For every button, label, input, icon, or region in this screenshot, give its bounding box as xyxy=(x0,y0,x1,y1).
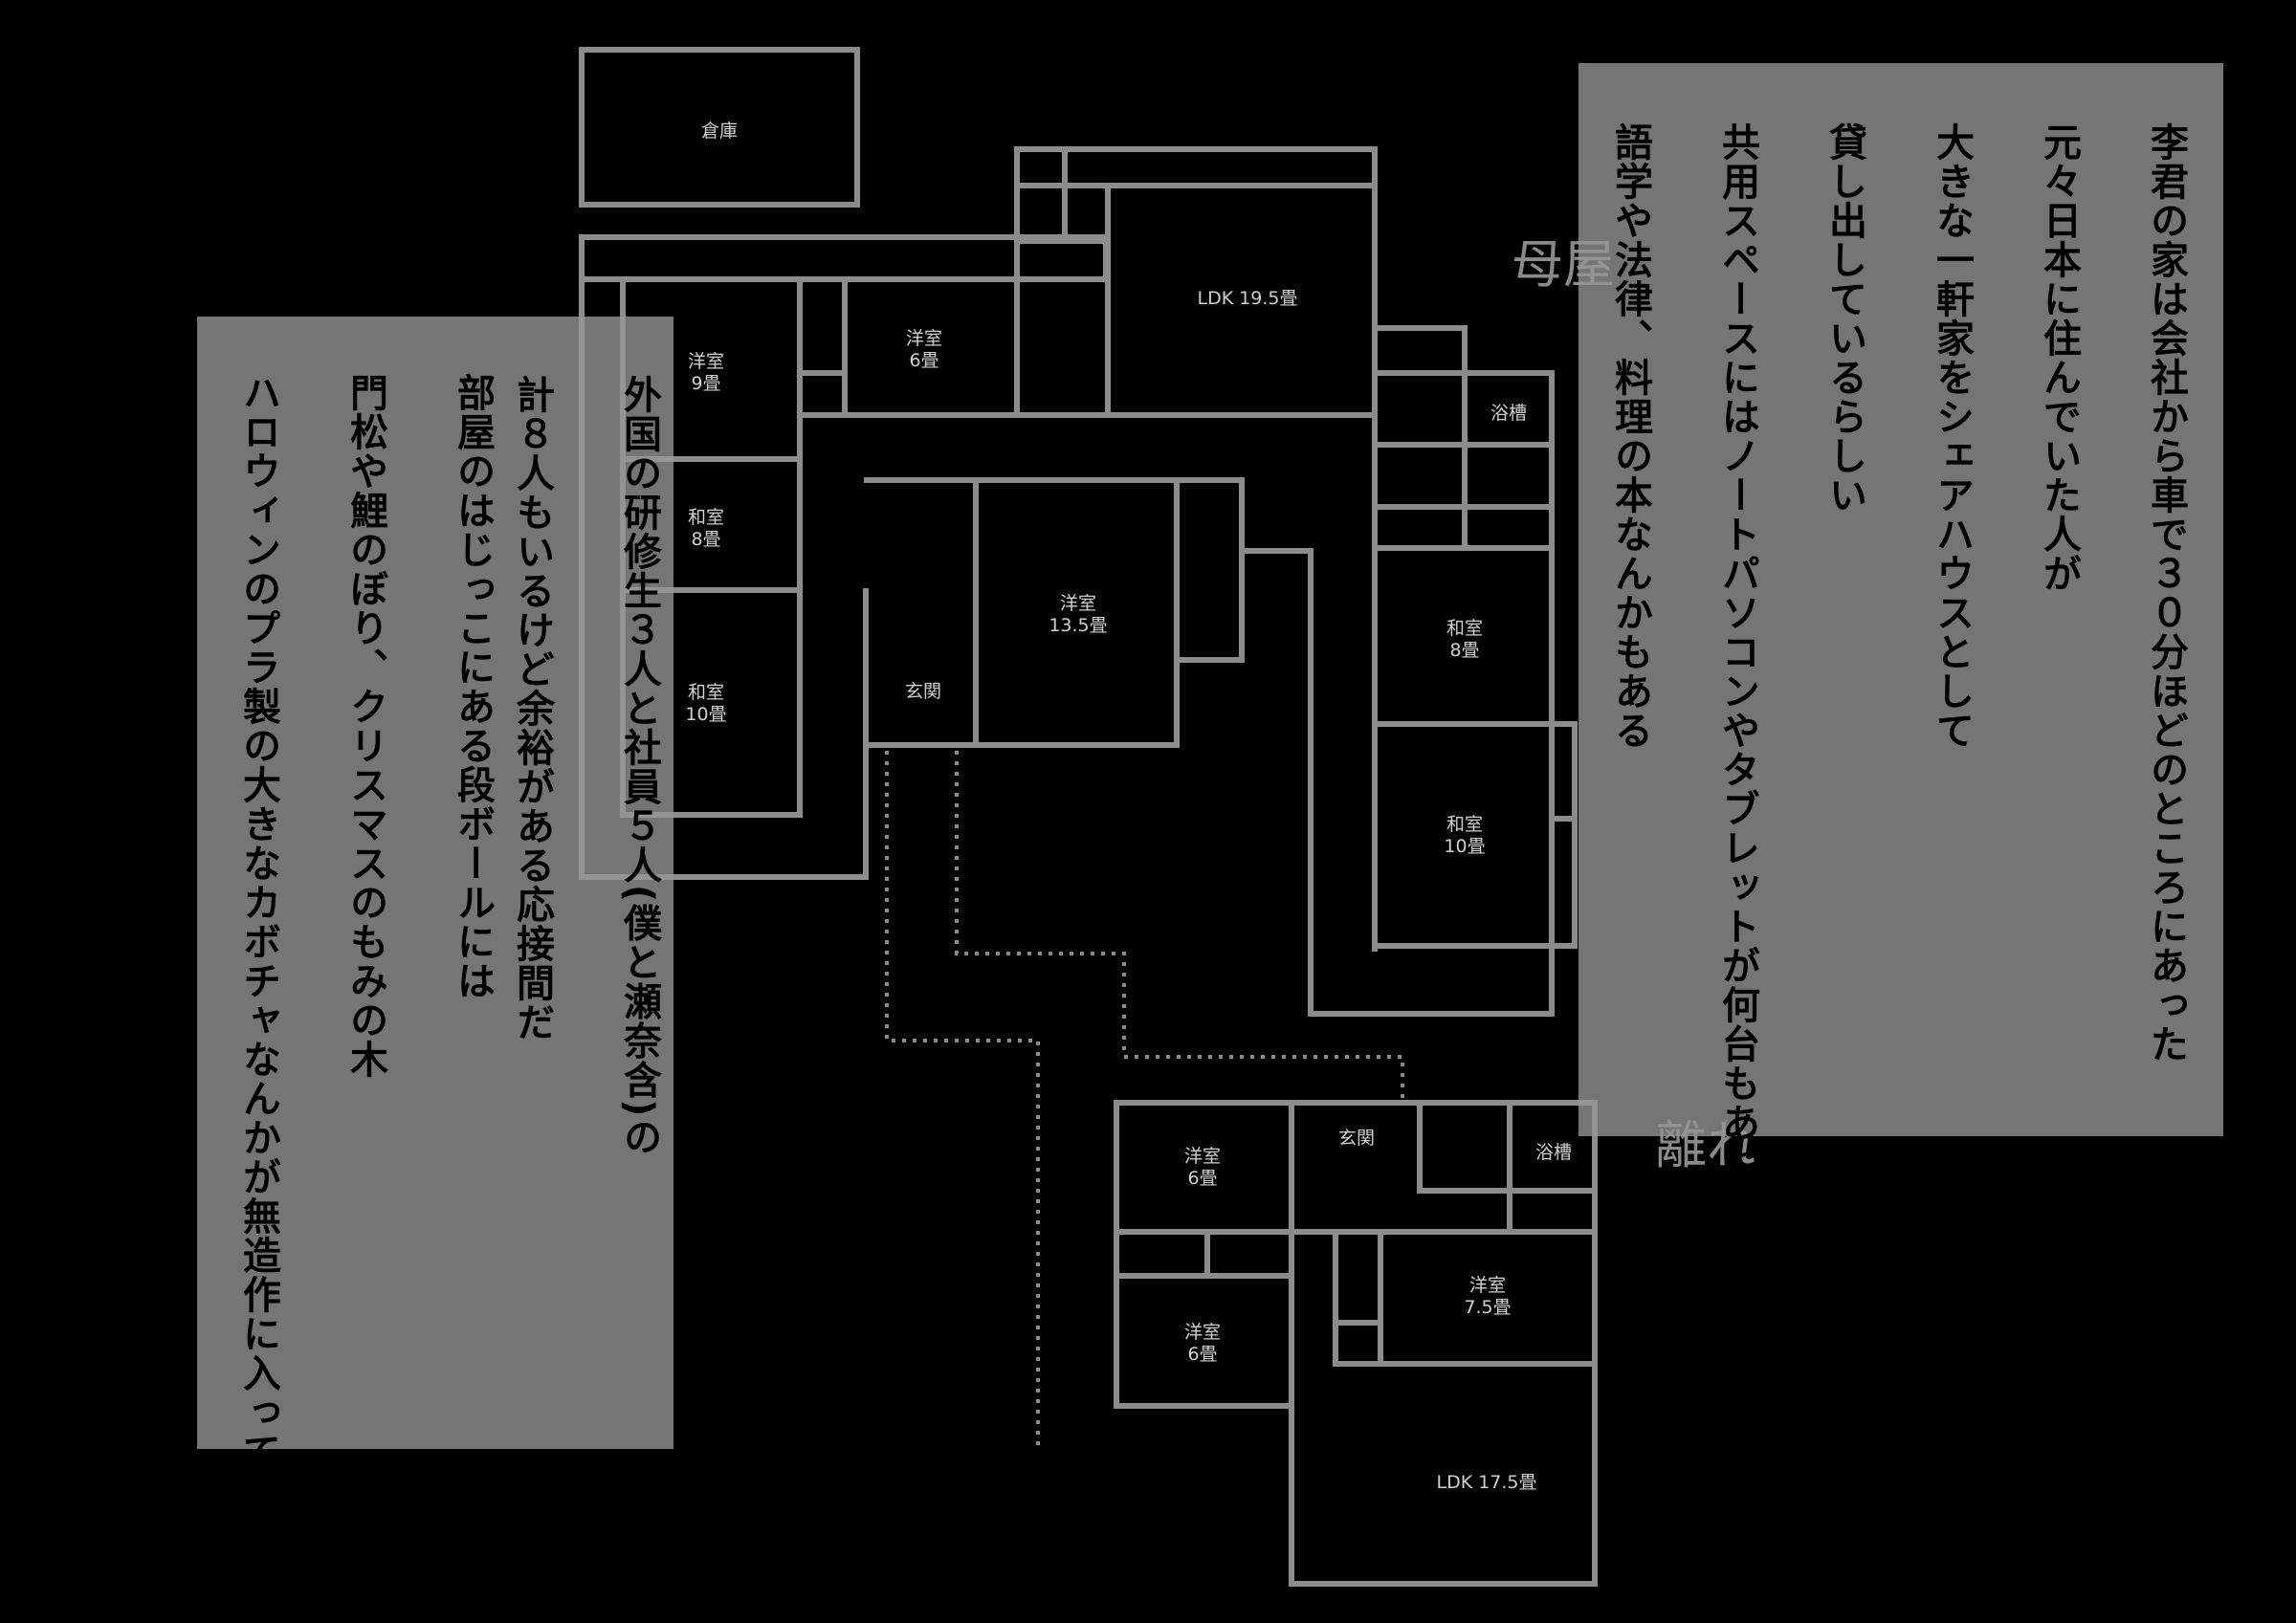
room-annex-yokuso: 浴槽 xyxy=(1535,1142,1572,1163)
narration-box-right xyxy=(1578,63,2223,1136)
room-washitsu-8-left-a: 和室 xyxy=(688,507,724,528)
room-washitsu-10-left-a: 和室 xyxy=(688,682,724,703)
narration-text-middle: 外国の研修生３人と社員５人(僕と瀬奈含)の 計８人もいるけど余裕がある応接間だ xyxy=(505,346,719,1398)
room-washitsu-10-right-b: 10畳 xyxy=(1444,836,1485,857)
room-yoshitsu-9-b: 9畳 xyxy=(691,373,720,394)
room-genkan-main: 玄関 xyxy=(905,681,941,702)
narration-text-left: 部屋のはじっこにある段ボールには 門松や鯉のぼり、クリスマスのもみの木 ハロウィ… xyxy=(232,344,553,1510)
room-labels: 倉庫 LDK 19.5畳 洋室 9畳 洋室 6畳 和室 8畳 和室 10畳 洋室… xyxy=(685,121,1758,1493)
main-house-walls xyxy=(579,47,1578,1017)
narration-right-line-4: 大きな一軒家をシェアハウスとして xyxy=(1930,121,1974,750)
narration-right-line-2: 李君の家は会社から車で３０分ほどのところにあった xyxy=(2144,121,2188,1064)
annex-walls xyxy=(1114,1100,1598,1587)
narration-box-left xyxy=(197,317,673,1449)
room-yoshitsu-135-a: 洋室 xyxy=(1060,593,1096,614)
room-yoshitsu-6-b: 6畳 xyxy=(909,350,938,371)
room-annex-yoshitsu-75-a: 洋室 xyxy=(1469,1275,1506,1296)
room-annex-genkan: 玄関 xyxy=(1338,1128,1375,1149)
walkway-dotted xyxy=(885,751,1404,1451)
room-annex-yoshitsu-6b-a: 洋室 xyxy=(1184,1322,1221,1343)
narration-left-line-1: 部屋のはじっこにある段ボールには xyxy=(451,372,495,1000)
narration-right-line-3: 元々日本に住んでいた人が xyxy=(2037,121,2081,593)
room-washitsu-8-right-b: 8畳 xyxy=(1449,640,1479,661)
narration-right-line-7: 語学や法律、料理の本なんかもある xyxy=(1608,121,1652,750)
room-storage: 倉庫 xyxy=(701,121,738,142)
room-yokuso-main: 浴槽 xyxy=(1490,403,1527,424)
narration-right-line-5: 貸し出しているらしい xyxy=(1822,121,1866,515)
room-washitsu-10-right-a: 和室 xyxy=(1446,814,1483,835)
storage-wall xyxy=(579,47,860,208)
narration-middle-line-1: 外国の研修生３人と社員５人(僕と瀬奈含)の xyxy=(617,374,661,1157)
narration-right-line-1: 週末 xyxy=(2251,121,2295,201)
room-annex-yoshitsu-75-b: 7.5畳 xyxy=(1464,1297,1511,1318)
narration-left-line-3: ハロウィンのプラ製の大きなカボチャなんかが無造作に入ってる xyxy=(236,372,280,1510)
room-yoshitsu-9-a: 洋室 xyxy=(688,351,724,372)
room-annex-yoshitsu-6b-b: 6畳 xyxy=(1187,1344,1217,1365)
room-yoshitsu-135-b: 13.5畳 xyxy=(1049,615,1107,636)
room-washitsu-8-left-b: 8畳 xyxy=(691,529,720,550)
narration-right-line-6: 共用スペースにはノートパソコンやタブレットが何台もあって xyxy=(1715,121,1759,1220)
room-ldk-main: LDK 19.5畳 xyxy=(1197,288,1297,309)
room-annex-ldk: LDK 17.5畳 xyxy=(1436,1472,1536,1493)
room-washitsu-8-right-a: 和室 xyxy=(1446,618,1483,639)
narration-text-right: 週末 李君の家は会社から車で３０分ほどのところにあった 元々日本に住んでいた人が… xyxy=(1603,94,2296,1220)
room-washitsu-10-left-b: 10畳 xyxy=(685,704,726,725)
room-yoshitsu-6-a: 洋室 xyxy=(906,328,942,349)
narration-middle-line-2: 計８人もいるけど余裕がある応接間だ xyxy=(510,374,554,1042)
narration-left-line-2: 門松や鯉のぼり、クリスマスのもみの木 xyxy=(343,372,387,1079)
room-annex-yoshitsu-6a-b: 6畳 xyxy=(1187,1168,1217,1189)
room-annex-yoshitsu-6a-a: 洋室 xyxy=(1184,1146,1221,1167)
